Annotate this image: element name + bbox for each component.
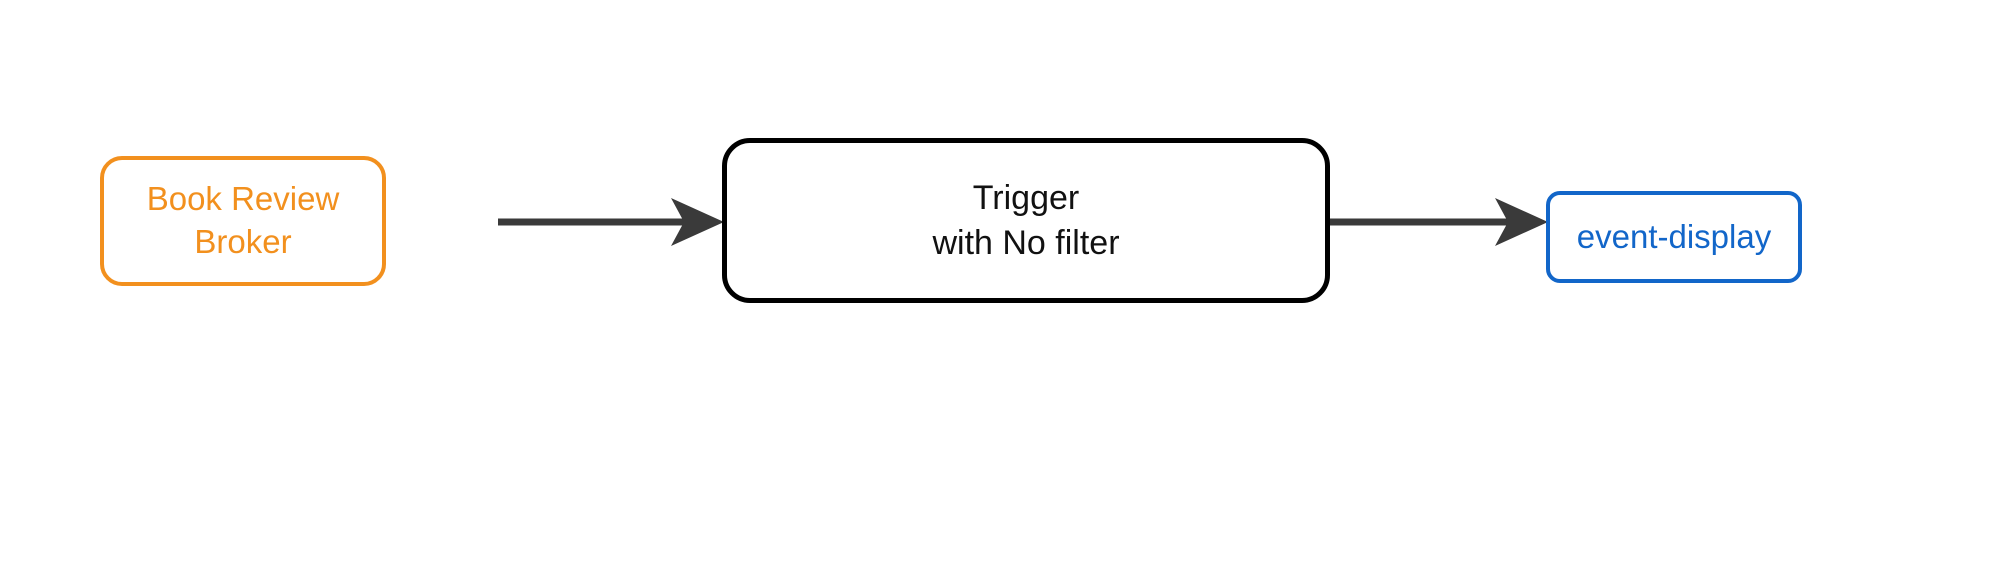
node-sink-label-line1: event-display xyxy=(1576,217,1772,255)
edge-trigger-to-sink xyxy=(1330,198,1548,246)
node-trigger-label-line2: with No filter xyxy=(932,223,1120,262)
edge-broker-to-trigger xyxy=(498,198,724,246)
node-event-display[interactable]: event-display xyxy=(1546,191,1802,283)
edge-broker-to-trigger-arrow xyxy=(498,198,724,246)
node-broker-label-line2: Broker xyxy=(194,223,292,260)
arrowhead-icon xyxy=(671,198,724,246)
node-trigger-label-line1: Trigger xyxy=(972,179,1080,218)
arrowhead-icon xyxy=(1495,198,1548,246)
node-broker-label-line1: Book Review xyxy=(146,180,340,218)
node-book-review-broker[interactable]: Book Review Broker xyxy=(100,156,386,286)
node-trigger-no-filter[interactable]: Trigger with No filter xyxy=(722,138,1330,303)
edge-trigger-to-sink-arrow xyxy=(1330,198,1548,246)
